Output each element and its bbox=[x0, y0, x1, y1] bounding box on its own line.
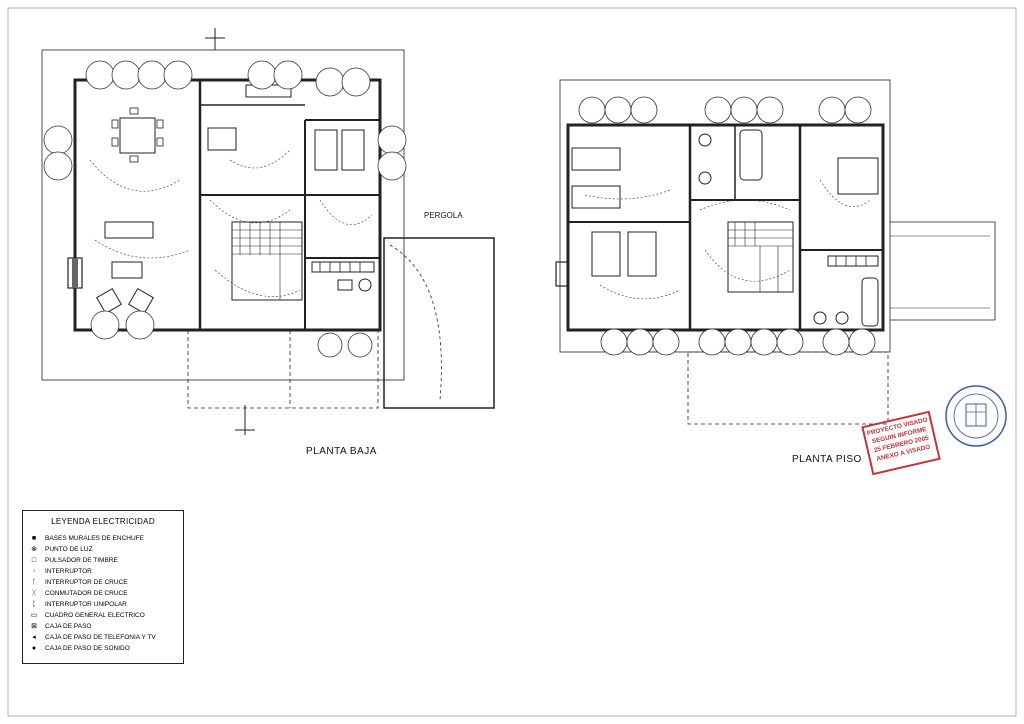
official-seal bbox=[945, 385, 1007, 447]
ground-floor-plan bbox=[41, 28, 495, 435]
bed bbox=[341, 129, 365, 171]
legend-symbol-icon: ᚷ bbox=[31, 589, 37, 597]
legend-item: ■ BASES MURALES DE ENCHUFE bbox=[29, 533, 144, 544]
legend-label: CAJA DE PASO DE SONIDO bbox=[45, 645, 130, 652]
toilet bbox=[698, 171, 712, 185]
bathtub bbox=[861, 277, 879, 327]
toilet bbox=[813, 311, 827, 325]
bathtub bbox=[739, 129, 763, 181]
legend-symbol-icon: ⊗ bbox=[31, 545, 37, 553]
legend-label: INTERRUPTOR bbox=[45, 568, 92, 575]
pergola-area bbox=[383, 237, 495, 409]
bed bbox=[571, 185, 621, 209]
legend-item: ◂ CAJA DE PASO DE TELEFONIA Y TV bbox=[29, 632, 156, 643]
legend-label: PUNTO DE LUZ bbox=[45, 546, 93, 553]
bed bbox=[591, 231, 621, 277]
legend-symbol-icon: □ bbox=[31, 556, 37, 564]
legend-item: ᛈ INTERRUPTOR UNIPOLAR bbox=[29, 599, 127, 610]
armchair bbox=[96, 288, 122, 314]
stair bbox=[727, 221, 794, 293]
legend-symbol-icon: ● bbox=[31, 644, 37, 652]
legend-item: ᚴ INTERRUPTOR DE CRUCE bbox=[29, 577, 128, 588]
legend-label: BASES MURALES DE ENCHUFE bbox=[45, 535, 144, 542]
ground-site-boundary bbox=[41, 49, 405, 381]
legend-item: □ PULSADOR DE TIMBRE bbox=[29, 555, 118, 566]
ground-floor-title: PLANTA BAJA bbox=[306, 446, 377, 457]
legend-symbol-icon: ᚴ bbox=[31, 578, 37, 586]
shrubs-ground bbox=[43, 60, 407, 358]
legend-symbol-icon: ■ bbox=[31, 534, 37, 542]
legend-label: PULSADOR DE TIMBRE bbox=[45, 557, 118, 564]
upper-floor-title: PLANTA PISO bbox=[792, 454, 862, 465]
legend-symbol-icon: ▭ bbox=[30, 611, 38, 619]
stair-treads bbox=[232, 222, 302, 300]
toilet bbox=[358, 278, 372, 292]
legend-label: INTERRUPTOR DE CRUCE bbox=[45, 579, 128, 586]
upper-floor-plan bbox=[555, 79, 996, 425]
legend-label: CUADRO GENERAL ELECTRICO bbox=[45, 612, 145, 619]
shrubs-upper bbox=[578, 96, 876, 356]
bed bbox=[571, 147, 621, 171]
kitchen-table bbox=[207, 127, 237, 151]
ground-outer-wall bbox=[73, 78, 382, 332]
circuit-lines-upper bbox=[584, 179, 871, 300]
bed bbox=[837, 157, 879, 195]
circuit-lines-ground bbox=[89, 149, 373, 297]
legend-item: ⊗ PUNTO DE LUZ bbox=[29, 544, 93, 555]
fireplace bbox=[555, 261, 569, 287]
bed bbox=[314, 129, 338, 171]
legend-item: ⊠ CAJA DE PASO bbox=[29, 621, 91, 632]
armchair bbox=[128, 288, 154, 314]
legend-symbol-icon: ⊠ bbox=[31, 622, 37, 630]
toilet bbox=[698, 133, 712, 147]
toilet bbox=[835, 311, 849, 325]
legend-label: INTERRUPTOR UNIPOLAR bbox=[45, 601, 127, 608]
legend-symbol-icon: ◂ bbox=[32, 633, 36, 641]
porch bbox=[187, 329, 379, 409]
sheet-border bbox=[7, 7, 1017, 717]
legend-symbol-icon: ᚲ bbox=[31, 567, 37, 575]
wardrobe bbox=[827, 255, 879, 267]
stair bbox=[231, 221, 303, 301]
dining-table bbox=[119, 117, 156, 154]
terrace bbox=[687, 351, 889, 425]
legend-item: ᚷ CONMUTADOR DE CRUCE bbox=[29, 588, 128, 599]
legend-label: CONMUTADOR DE CRUCE bbox=[45, 590, 128, 597]
electrical-legend: LEYENDA ELECTRICIDAD ■ BASES MURALES DE E… bbox=[22, 510, 184, 664]
sofa bbox=[104, 221, 154, 239]
legend-item: ᚲ INTERRUPTOR bbox=[29, 566, 92, 577]
wardrobe bbox=[311, 261, 375, 273]
legend-label: CAJA DE PASO DE TELEFONIA Y TV bbox=[45, 634, 156, 641]
legend-title: LEYENDA ELECTRICIDAD bbox=[51, 517, 155, 526]
legend-label: CAJA DE PASO bbox=[45, 623, 92, 630]
legend-item: ▭ CUADRO GENERAL ELECTRICO bbox=[29, 610, 145, 621]
pergola-label: PERGOLA bbox=[424, 211, 463, 220]
legend-item: ● CAJA DE PASO DE SONIDO bbox=[29, 643, 130, 654]
legend-symbol-icon: ᛈ bbox=[31, 600, 37, 608]
bed bbox=[627, 231, 657, 277]
upper-outer-wall bbox=[566, 123, 885, 332]
